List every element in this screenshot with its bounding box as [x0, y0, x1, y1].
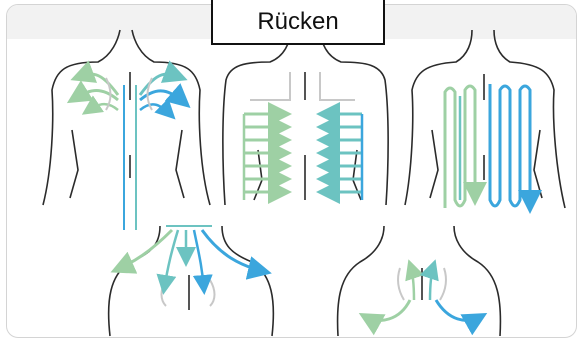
- figure-back-horizontal: [223, 32, 388, 205]
- page-title: Rücken: [211, 0, 385, 45]
- figure-lower-neck-loops: [338, 226, 501, 336]
- figure-back-zigzag: [405, 30, 565, 208]
- figure-neck-shoulders: [109, 226, 274, 336]
- figure-back-fan: [43, 30, 210, 230]
